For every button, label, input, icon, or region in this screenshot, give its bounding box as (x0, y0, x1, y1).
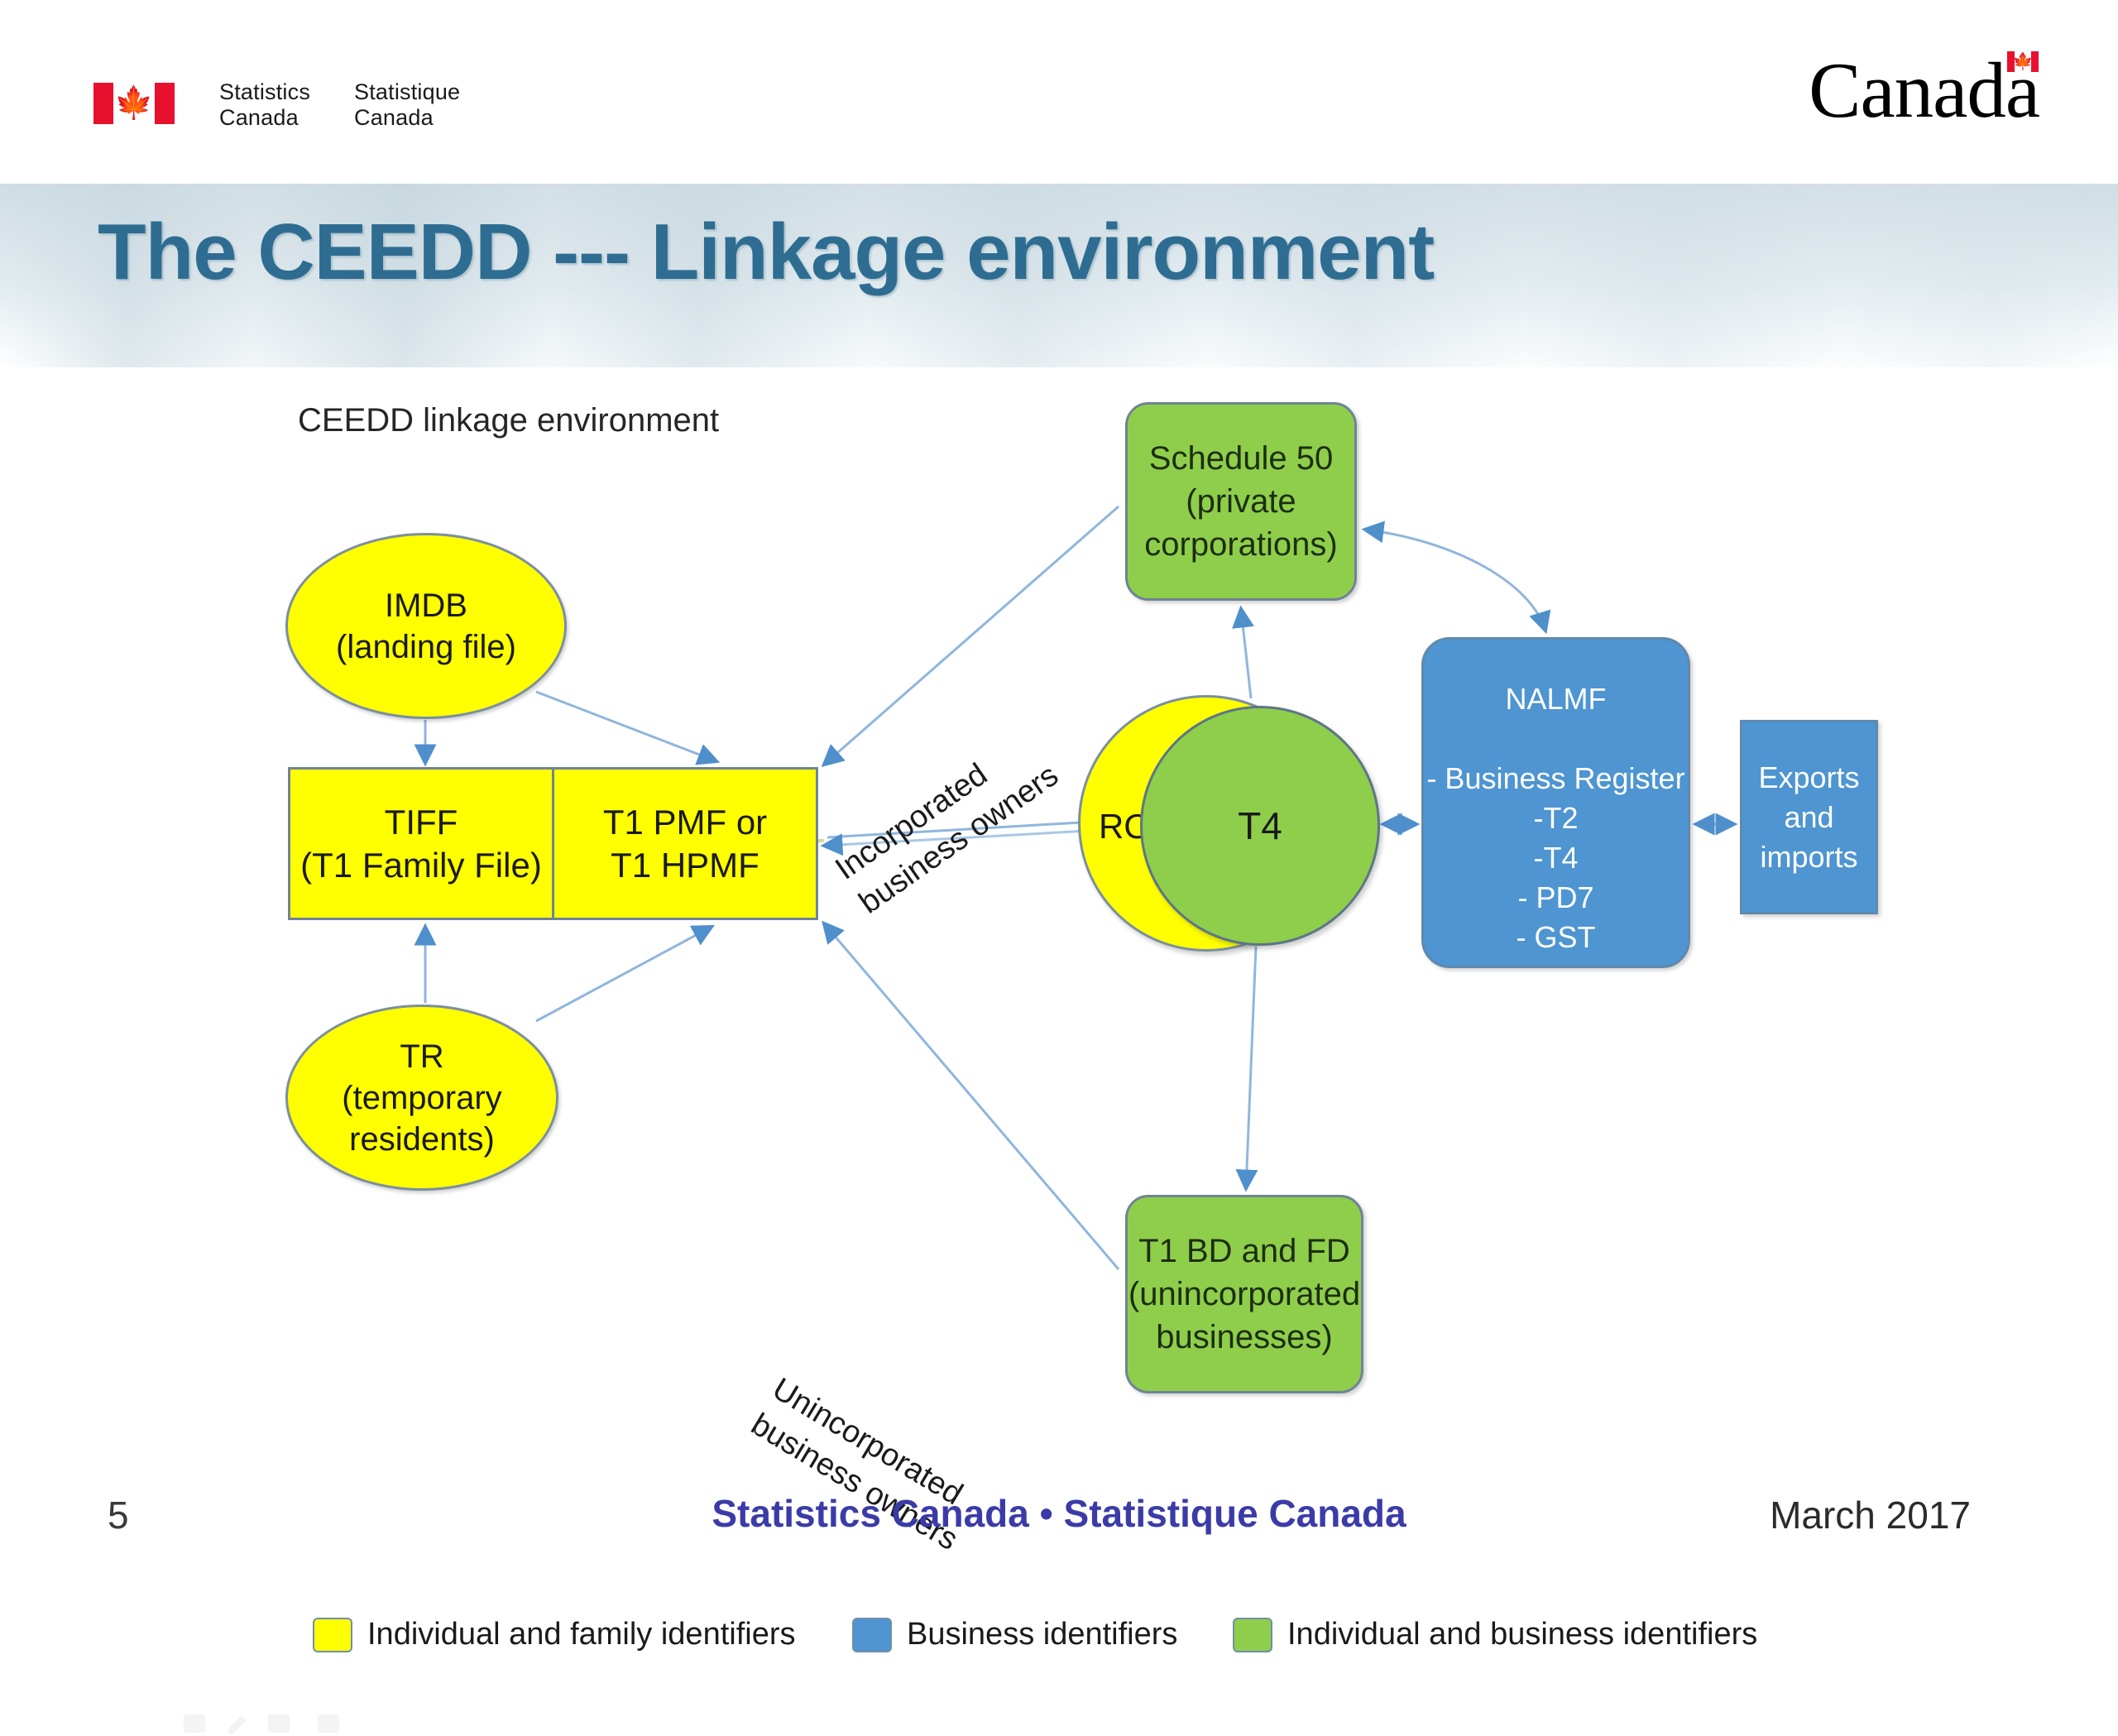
legend-label-business: Business identifiers (907, 1617, 1178, 1652)
node-exports-imports[interactable]: Exports and imports (1740, 720, 1878, 914)
node-tiff[interactable]: TIFF (T1 Family File) (288, 767, 554, 920)
legend-label-individual-family: Individual and family identifiers (367, 1617, 796, 1652)
footer-date: March 2017 (1770, 1494, 1971, 1537)
node-t4-label: T4 (1238, 804, 1282, 847)
node-tiff-label: TIFF (T1 Family File) (300, 802, 542, 885)
pointer-icon[interactable] (184, 1714, 205, 1733)
node-t1-pmf[interactable]: T1 PMF or T1 HPMF (552, 767, 818, 920)
legend-swatch-yellow (313, 1617, 352, 1652)
pen-icon[interactable] (226, 1714, 247, 1736)
page-number: 5 (108, 1494, 129, 1537)
legend-swatch-blue (852, 1617, 892, 1652)
node-t1-pmf-label: T1 PMF or T1 HPMF (602, 802, 768, 885)
legend-item-business: Business identifiers (852, 1617, 1177, 1652)
node-schedule-50-label: Schedule 50 (private corporations) (1144, 440, 1338, 563)
wordmark-fr-line2: Canada (354, 105, 434, 130)
legend-item-individual-family: Individual and family identifiers (313, 1617, 796, 1652)
node-tr-label: TR (temporary residents) (342, 1038, 502, 1158)
slide-icon[interactable] (268, 1714, 290, 1733)
canada-flag-icon: 🍁 (93, 83, 175, 124)
node-tr[interactable]: TR (temporary residents) (285, 1005, 558, 1191)
page-title: The CEEDD --- Linkage environment (98, 208, 1435, 296)
node-t1-bd-fd-label: T1 BD and FD (unincorporated businesses) (1128, 1233, 1361, 1355)
legend-item-individual-business: Individual and business identifiers (1233, 1617, 1757, 1652)
legend-label-individual-business: Individual and business identifiers (1287, 1617, 1758, 1652)
page-footer: 5 Statistics Canada • Statistique Canada… (0, 1481, 2118, 1589)
title-band (0, 184, 2118, 367)
node-t4[interactable]: T4 (1140, 706, 1380, 946)
node-imdb[interactable]: IMDB (landing file) (285, 533, 567, 719)
diagram-caption: CEEDD linkage environment (298, 402, 720, 439)
wordmark-fr-line1: Statistique (354, 79, 461, 104)
node-t1-bd-fd[interactable]: T1 BD and FD (unincorporated businesses) (1125, 1195, 1363, 1393)
wordmark-english: Statistics Canada (219, 79, 310, 131)
canada-wordmark-flag-icon: 🍁 (2007, 51, 2039, 72)
node-nalmf-label: NALMF - Business Register -T2 -T4 - PD7 … (1426, 682, 1685, 954)
presentation-toolbar[interactable] (184, 1714, 339, 1736)
node-exports-imports-label: Exports and imports (1758, 760, 1860, 874)
wordmark-french: Statistique Canada (354, 79, 460, 131)
node-imdb-label: IMDB (landing file) (336, 587, 516, 665)
node-schedule-50[interactable]: Schedule 50 (private corporations) (1125, 402, 1357, 601)
wordmark-en-line1: Statistics (219, 79, 311, 104)
node-nalmf[interactable]: NALMF - Business Register -T2 -T4 - PD7 … (1421, 637, 1690, 968)
page-header: 🍁 Statistics Canada Statistique Canada C… (0, 0, 2118, 184)
menu-icon[interactable] (318, 1714, 339, 1733)
diagram-legend: Individual and family identifiers Busine… (0, 1617, 2118, 1675)
canada-wordmark: Canada (1809, 46, 2040, 134)
footer-organization: Statistics Canada • Statistique Canada (712, 1492, 1406, 1535)
wordmark-en-line2: Canada (219, 105, 299, 130)
legend-swatch-green (1233, 1617, 1272, 1652)
linkage-diagram: CEEDD linkage environment (0, 367, 2118, 1736)
